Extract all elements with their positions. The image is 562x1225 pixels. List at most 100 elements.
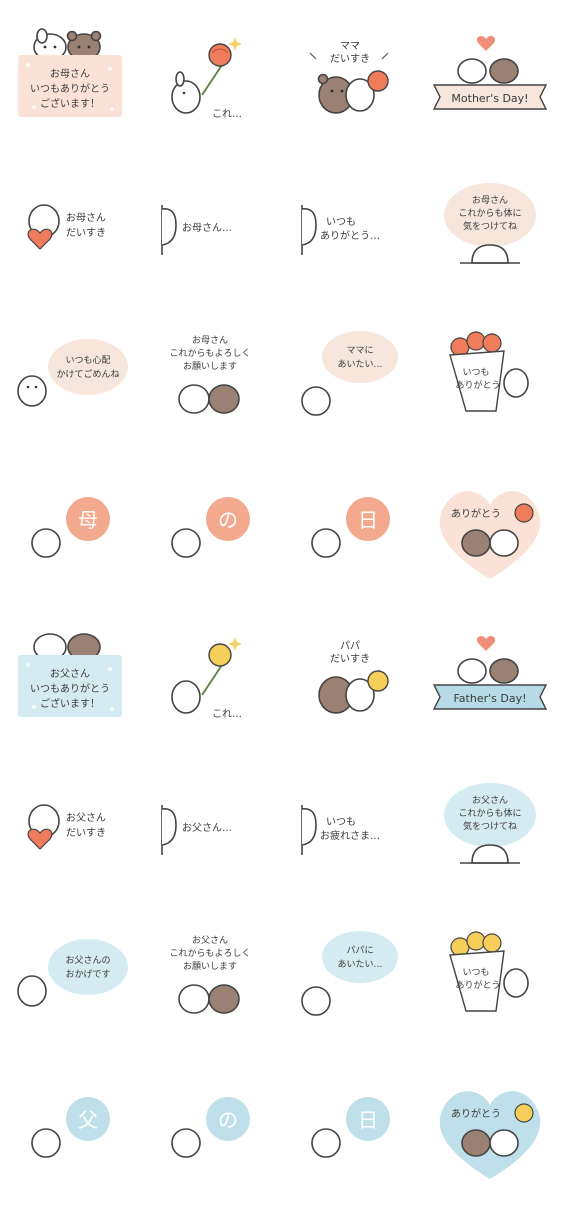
sorry-line-2: かけてごめんね [56, 368, 119, 380]
grateful-line-2: おかげです [65, 969, 110, 980]
bunny-peek-icon [161, 808, 177, 846]
char-text: の [218, 1108, 238, 1132]
love-line-1: お母さん [66, 212, 106, 224]
bear-icon [489, 58, 519, 84]
love-line-1: お父さん [66, 812, 106, 824]
sticker-mother-sorry[interactable]: いつも心配 かけてごめんね [0, 325, 140, 475]
char-text: 父 [78, 1108, 98, 1132]
sticker-father-card[interactable]: お父さん いつもありがとう ございます！ [0, 625, 140, 775]
flower-caption: これ… [212, 708, 242, 720]
sticker-mama-miss[interactable]: ママに あいたい… [280, 325, 420, 475]
carnation-icon [514, 1103, 534, 1123]
card-line-2: いつもありがとう [30, 682, 110, 695]
bouquet-line-1: いつも [462, 367, 489, 378]
bear-icon [317, 73, 354, 114]
sticker-father-heart-thanks[interactable]: ありがとう [420, 1075, 560, 1225]
sticker-father-char-2[interactable]: の [140, 1075, 280, 1225]
love-line-2: だいすき [66, 227, 106, 239]
thanks-line-2: ありがとう… [320, 229, 380, 242]
tired-line-1: いつも [326, 816, 356, 828]
sticker-father-love[interactable]: お父さん だいすき [0, 775, 140, 925]
sticker-mother-card[interactable]: お母さん いつもありがとう ございます！ [0, 25, 140, 175]
sticker-mother-love[interactable]: お母さん だいすき [0, 175, 140, 325]
wish-line-1: お父さん [192, 935, 228, 946]
care-line-2: これからも体に [458, 207, 521, 219]
bunny-icon [489, 1129, 519, 1157]
sticker-mother-thanks[interactable]: いつも ありがとう… [280, 175, 420, 325]
carnation-icon [514, 503, 534, 523]
sticker-father-char-3[interactable]: 日 [280, 1075, 420, 1225]
care-line-2: これからも体に [458, 807, 521, 819]
sticker-mother-heart-thanks[interactable]: ありがとう [420, 475, 560, 625]
sticker-mother-char-1[interactable]: 母 [0, 475, 140, 625]
heart-text: ありがとう [451, 507, 501, 520]
sticker-father-peek[interactable]: お父さん… [140, 775, 280, 925]
bunny-icon [311, 1128, 341, 1158]
bunny-icon [503, 368, 529, 398]
bear-icon [208, 384, 240, 414]
bunny-icon [171, 680, 201, 714]
carnation-icon [208, 643, 232, 667]
sticker-mother-bouquet[interactable]: いつも ありがとう [420, 325, 560, 475]
wish-line-1: お母さん [192, 335, 228, 346]
sticker-father-char-1[interactable]: 父 [0, 1075, 140, 1225]
care-line-1: お母さん [472, 195, 508, 206]
heart-icon [476, 636, 496, 651]
bunny-icon [457, 58, 487, 84]
care-line-1: お父さん [472, 795, 508, 806]
sticker-mother-peek[interactable]: お母さん… [140, 175, 280, 325]
carnation-bouquet-icon [450, 331, 502, 357]
bunny-icon [471, 244, 509, 264]
heart-icon [27, 828, 53, 850]
bunny-icon [31, 1128, 61, 1158]
mama-line-2: だいすき [330, 53, 370, 65]
sticker-father-wish[interactable]: お父さん これからもよろしく お願いします [140, 925, 280, 1075]
carnation-icon [208, 43, 232, 67]
bunny-icon [311, 528, 341, 558]
sticker-mother-char-3[interactable]: 日 [280, 475, 420, 625]
bunny-cry-icon [301, 386, 331, 416]
sticker-mama-love[interactable]: ママ だいすき [280, 25, 420, 175]
sticker-mother-wish[interactable]: お母さん これからもよろしく お願いします [140, 325, 280, 475]
peek-text: お父さん… [182, 822, 232, 834]
sticker-father-care[interactable]: お父さん これからも体に 気をつけてね [420, 775, 560, 925]
heart-icon [27, 228, 53, 250]
bunny-peek-icon [301, 208, 317, 246]
thanks-line-1: いつも [326, 216, 356, 228]
sticker-father-tired[interactable]: いつも お疲れさま… [280, 775, 420, 925]
mama-line-1: ママ [340, 41, 360, 52]
bunny-icon [345, 78, 375, 112]
tired-line-2: お疲れさま… [320, 829, 380, 842]
sticker-papa-love[interactable]: パパ だいすき [280, 625, 420, 775]
bunny-icon [31, 528, 61, 558]
bunny-icon [17, 975, 47, 1007]
sticker-grid: お母さん いつもありがとう ございます！ これ… ママ だいすき [0, 25, 560, 1179]
bear-icon [208, 984, 240, 1014]
wish-line-3: お願いします [183, 361, 237, 372]
sparkle-icon [228, 37, 242, 51]
bunny-cry-icon [301, 986, 331, 1016]
card-line-3: ございます！ [40, 97, 100, 110]
sticker-mother-care[interactable]: お母さん これからも体に 気をつけてね [420, 175, 560, 325]
carnation-icon [367, 70, 389, 92]
bear-icon [461, 529, 491, 557]
miss-line-2: あいたい… [337, 359, 382, 370]
sticker-father-bouquet[interactable]: いつも ありがとう [420, 925, 560, 1075]
sticker-father-grateful[interactable]: お父さんの おかげです [0, 925, 140, 1075]
carnation-bouquet-icon [450, 931, 502, 957]
papa-line-2: だいすき [330, 653, 370, 665]
sticker-father-flower[interactable]: これ… [140, 625, 280, 775]
miss-line-1: パパに [346, 945, 373, 956]
wish-line-2: これからもよろしく [169, 348, 250, 359]
sticker-mother-char-2[interactable]: の [140, 475, 280, 625]
sticker-mothers-day-banner[interactable]: Mother's Day! [420, 25, 560, 175]
grateful-line-1: お父さんの [65, 955, 110, 966]
sticker-mother-flower[interactable]: これ… [140, 25, 280, 175]
char-text: 日 [358, 508, 378, 532]
sticker-fathers-day-banner[interactable]: Father's Day! [420, 625, 560, 775]
card-line-1: お父さん [50, 668, 90, 680]
card-line-1: お母さん [50, 68, 90, 80]
card-line-3: ございます！ [40, 697, 100, 710]
sticker-papa-miss[interactable]: パパに あいたい… [280, 925, 420, 1075]
bouquet-line-2: ありがとう [455, 379, 500, 391]
